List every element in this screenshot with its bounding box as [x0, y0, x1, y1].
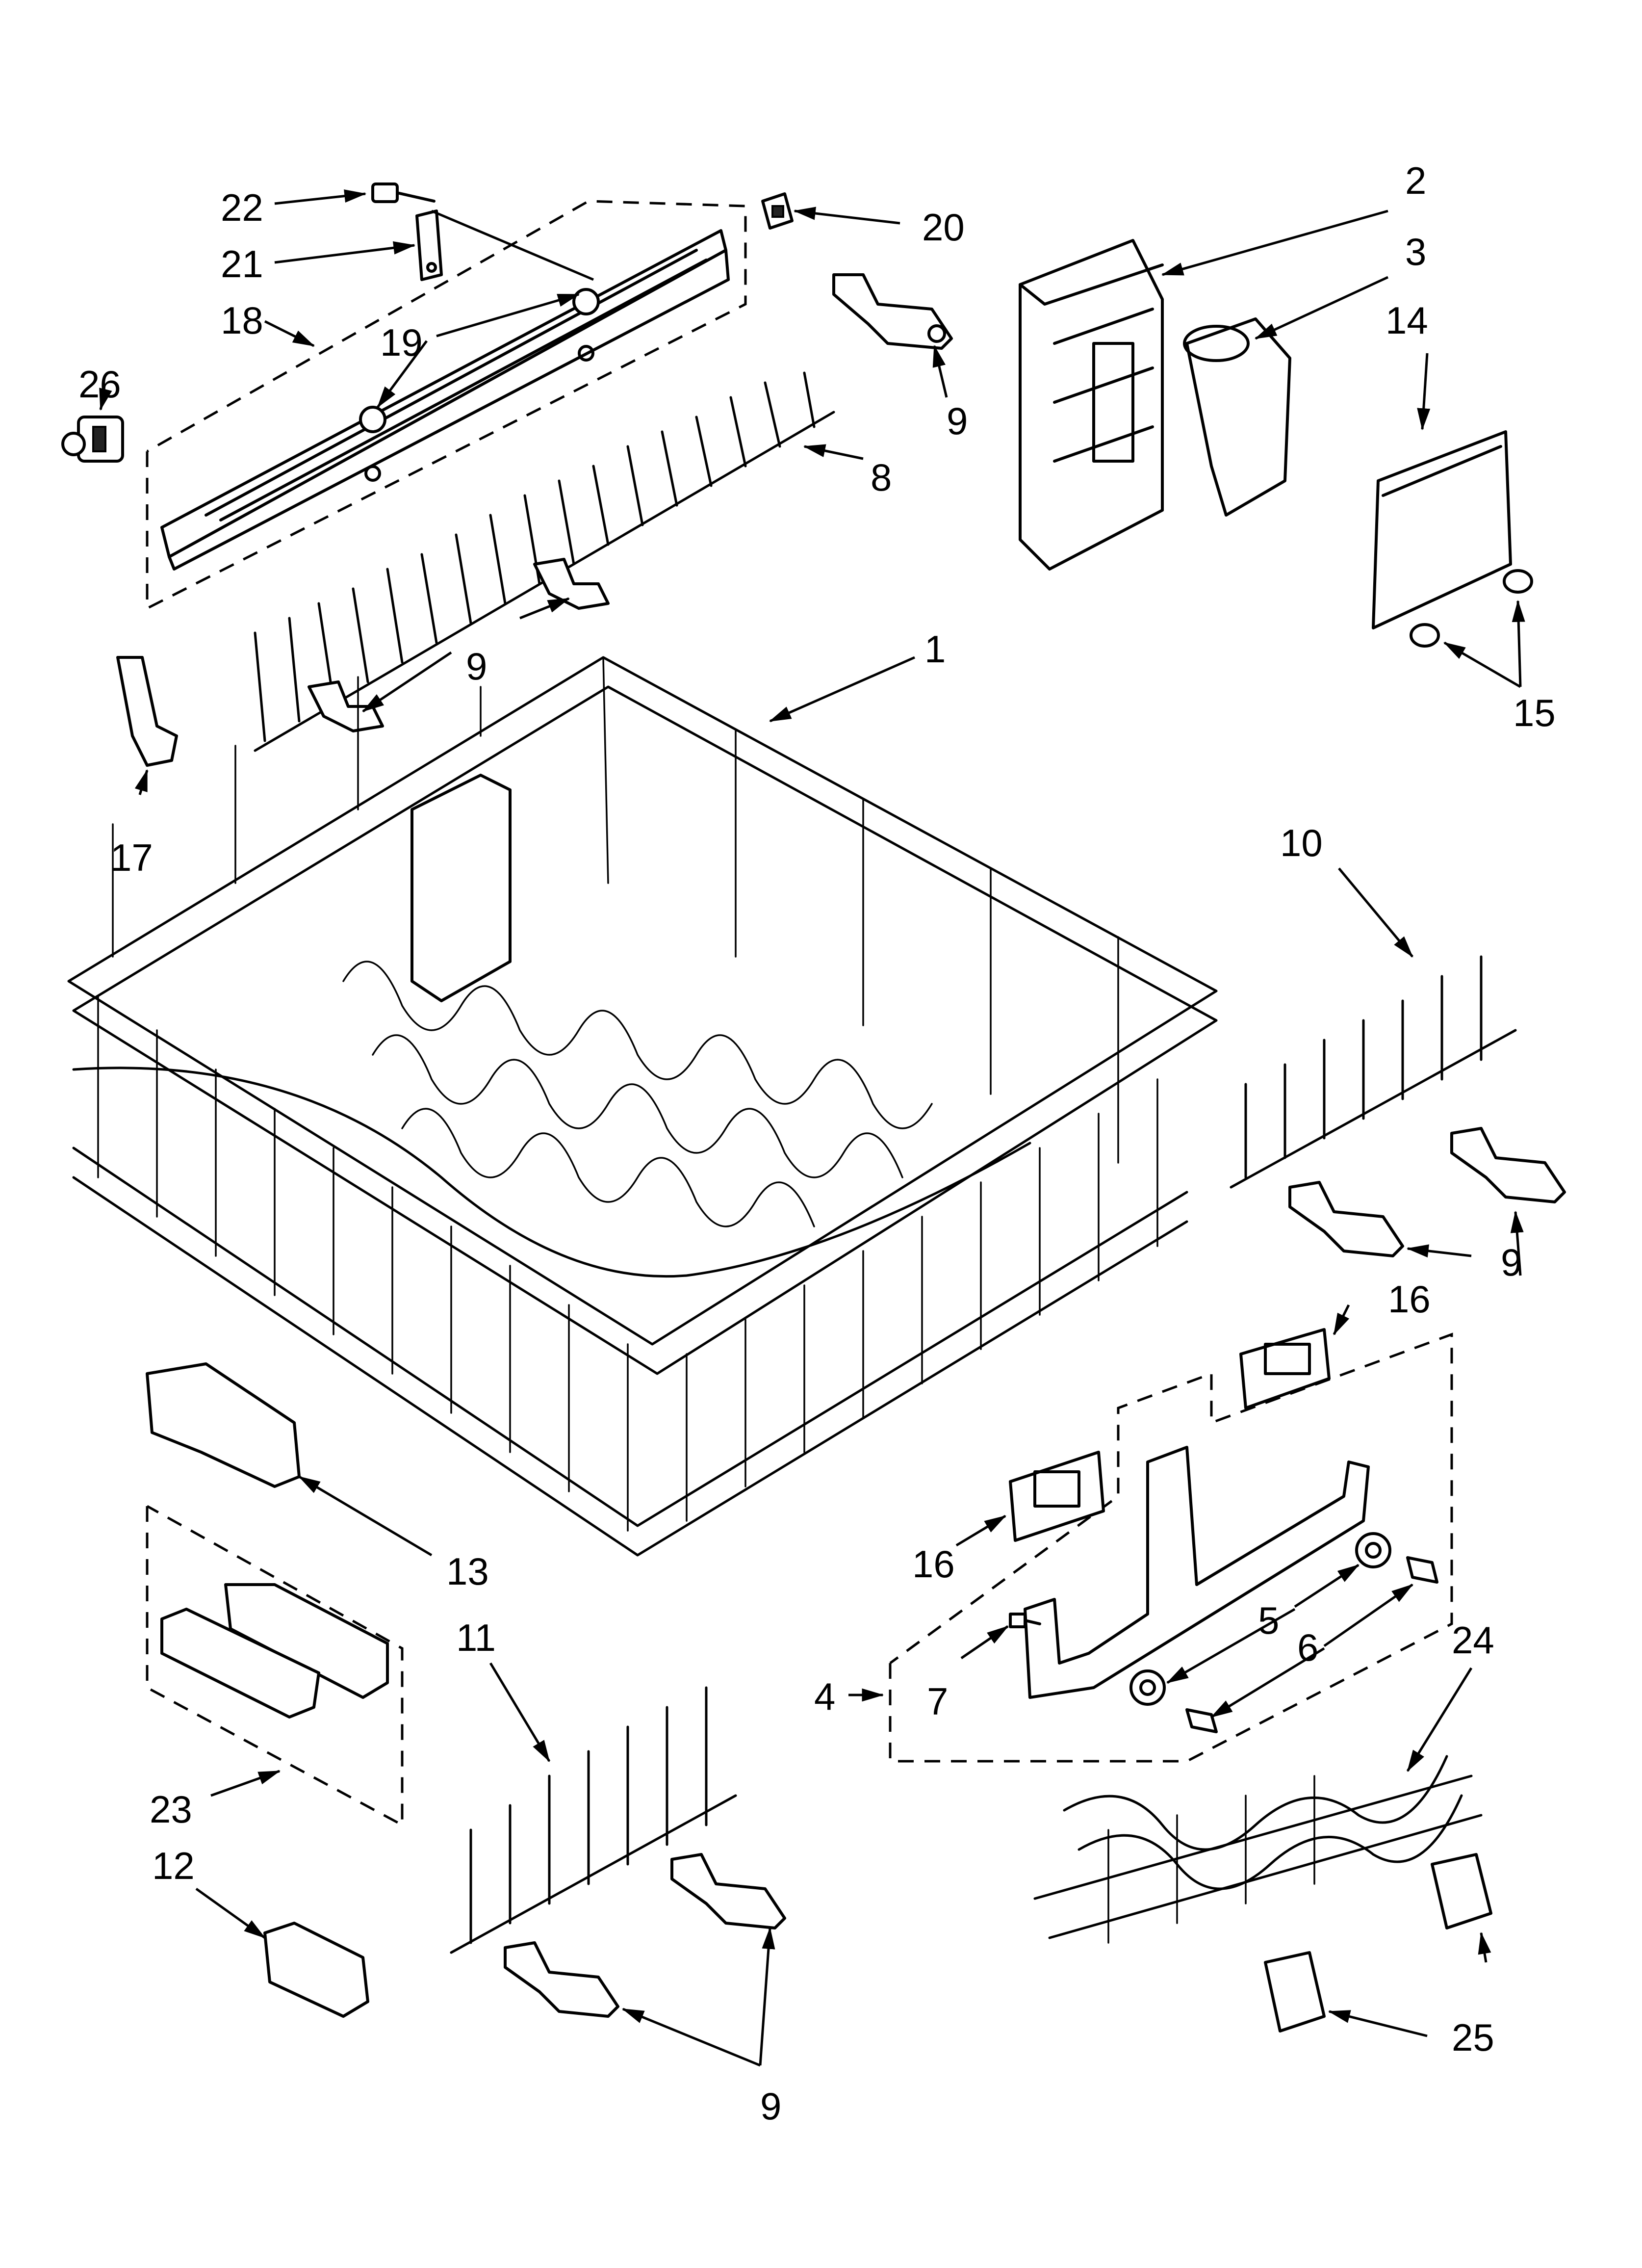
part-6-axles: [1185, 1556, 1438, 1733]
part-12-guide: [263, 1922, 369, 2018]
callout-14: 14: [1385, 299, 1428, 342]
part-9-clip-top-right: [832, 273, 953, 350]
callout-26: 26: [78, 363, 121, 406]
part-13-bracket: [146, 1362, 301, 1488]
part-16-carrier-a: [1239, 1328, 1331, 1409]
callout-19: 19: [380, 321, 423, 364]
callout-10: 10: [1280, 821, 1323, 864]
callout-5: 5: [1258, 1599, 1279, 1642]
callout-7: 7: [927, 1680, 948, 1723]
part-2-manifold: [1019, 239, 1164, 571]
callout-9-top-right: 9: [947, 399, 968, 443]
part-9-clip-right-a: [1450, 1127, 1566, 1203]
callout-17: 17: [110, 836, 153, 879]
part-20-clip: [761, 192, 794, 230]
callout-4: 4: [814, 1675, 835, 1718]
callout-12: 12: [152, 1844, 195, 1887]
part-10-tine-row: [1230, 955, 1517, 1189]
part-23-handle: [160, 1583, 389, 1719]
callout-16-right: 16: [1388, 1277, 1431, 1321]
callout-22: 22: [221, 186, 263, 229]
part-5-wheels: [1129, 1532, 1391, 1706]
part-15-plugs: [1410, 569, 1533, 648]
part-24-cup-shelf: [1033, 1755, 1483, 1944]
part-3-spray-mount: [1183, 317, 1291, 517]
callout-6: 6: [1297, 1626, 1318, 1669]
part-9-clip-bottom-b: [504, 1941, 619, 2018]
callout-24: 24: [1452, 1618, 1494, 1662]
callout-25: 25: [1452, 2016, 1494, 2059]
callout-13: 13: [446, 1550, 489, 1593]
callout-21: 21: [221, 242, 263, 286]
part-11-tine-row: [450, 1686, 737, 1954]
callout-15: 15: [1513, 691, 1556, 734]
part-7-screw: [1009, 1613, 1041, 1628]
callout-8: 8: [871, 456, 892, 499]
callout-11: 11: [456, 1616, 496, 1659]
part-14-cover: [1372, 430, 1512, 629]
callout-labels: 22 21 18 19 26 20 9 8 9 2 3 14 15 1 17 1…: [78, 159, 1556, 2128]
callout-3: 3: [1405, 230, 1426, 273]
callout-9-right: 9: [1501, 1241, 1522, 1284]
callout-23: 23: [150, 1788, 192, 1831]
part-9-clip-right-b: [1288, 1181, 1404, 1257]
leader-lines: [99, 189, 1525, 2067]
part-17-clip: [116, 656, 178, 767]
callout-9-bottom: 9: [760, 2085, 781, 2128]
part-9-clip-bottom-a: [670, 1853, 786, 1929]
part-26-stop: [61, 416, 124, 463]
part-18-rail: [160, 229, 730, 571]
callout-16-left: 16: [912, 1542, 955, 1586]
part-9-clip-mid: [308, 558, 610, 732]
part-4-adjuster: [1024, 1446, 1370, 1699]
callout-18: 18: [221, 299, 263, 342]
part-25-clips: [1264, 1853, 1492, 2033]
callout-2: 2: [1405, 159, 1426, 202]
part-22-screw: [371, 182, 436, 203]
callout-20: 20: [922, 206, 965, 249]
assembly-outline-4: [889, 1332, 1453, 1763]
part-16-carrier-b: [1009, 1451, 1105, 1542]
callout-9-top-mid: 9: [466, 645, 487, 688]
assembly-outline-18: [146, 200, 747, 611]
part-1-rack: [67, 656, 1218, 1557]
callout-1: 1: [924, 627, 946, 671]
part-21-strap: [415, 209, 443, 281]
assembly-outline-23: [146, 1505, 404, 1827]
